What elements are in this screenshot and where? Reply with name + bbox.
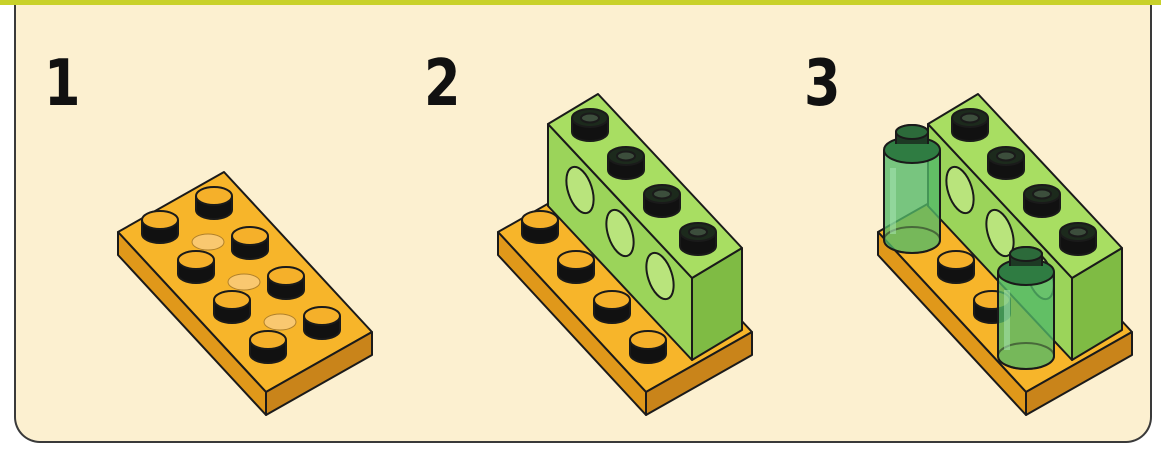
stud <box>250 331 286 363</box>
stud <box>196 187 232 219</box>
step3-transparent-round-brick-1 <box>884 125 940 253</box>
step3-transparent-round-brick-2 <box>998 247 1054 369</box>
stud <box>178 251 214 283</box>
stud <box>522 211 558 243</box>
stud <box>558 251 594 283</box>
stud <box>608 147 644 179</box>
stud <box>214 291 250 323</box>
stud <box>304 307 340 339</box>
stud <box>1060 223 1096 255</box>
stud <box>680 223 716 255</box>
stud <box>232 227 268 259</box>
stud <box>142 211 178 243</box>
stud <box>268 267 304 299</box>
stud <box>988 147 1024 179</box>
stud <box>938 251 974 283</box>
stud <box>630 331 666 363</box>
stud <box>572 109 608 141</box>
stud <box>644 185 680 217</box>
stud <box>952 109 988 141</box>
stud <box>1024 185 1060 217</box>
stud <box>594 291 630 323</box>
